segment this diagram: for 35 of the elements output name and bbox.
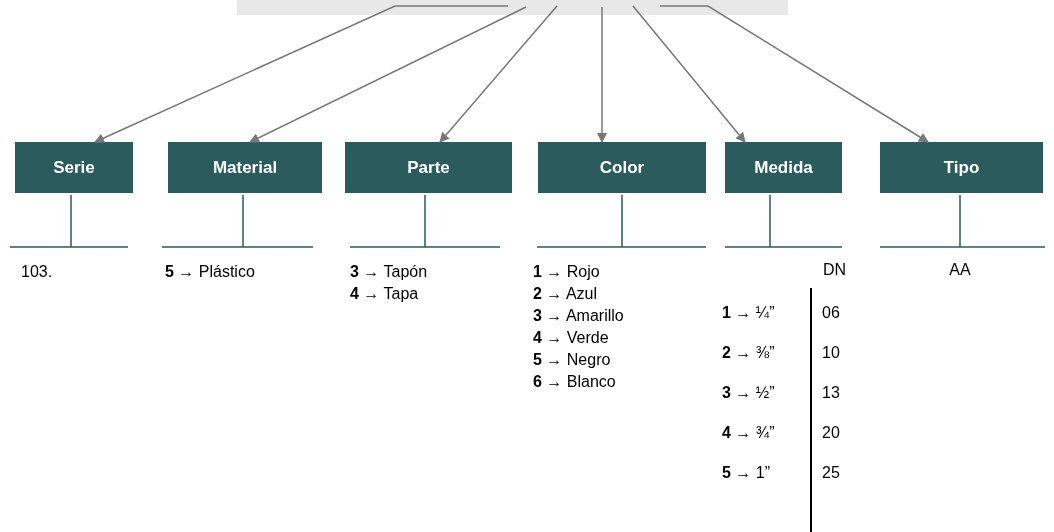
arrow (597, 6, 607, 143)
category-header-box: Parte (345, 142, 512, 193)
category-header-box: Serie (15, 142, 133, 193)
code-text: 5 → Plástico (165, 262, 255, 282)
dn-value: 20 (822, 423, 840, 443)
code-text: AA (949, 260, 971, 280)
arrow (439, 5, 558, 143)
dn-value: 10 (822, 343, 840, 363)
dn-value: 06 (822, 303, 840, 323)
dn-value: 13 (822, 383, 840, 403)
category-header-box: Material (168, 142, 322, 193)
code-text: 103. (21, 262, 53, 282)
code-text: 2 → ⅜” (722, 343, 775, 363)
category-header-box: Tipo (880, 142, 1043, 193)
code-text: 3 → Amarillo (533, 306, 624, 326)
arrow (659, 5, 929, 143)
dn-value: 25 (822, 463, 840, 483)
code-text: 3 → ½” (722, 383, 775, 403)
code-text: 4 → Tapa (350, 284, 419, 304)
category-header-box: Color (538, 142, 706, 193)
code-text: 3 → Tapón (350, 262, 428, 282)
header-bar (237, 0, 788, 15)
arrow (249, 6, 527, 143)
arrow (632, 5, 746, 143)
code-text: 4 → ¾” (722, 423, 775, 443)
code-text: 2 → Azul (533, 284, 598, 304)
code-text: 6 → Blanco (533, 372, 616, 392)
code-text: 1 → Rojo (533, 262, 600, 282)
code-text: 5 → 1” (722, 463, 771, 483)
code-text: DN (822, 260, 846, 280)
category-header-box: Medida (725, 142, 842, 193)
code-text: 5 → Negro (533, 350, 611, 370)
code-text: 1 → ¼” (722, 303, 775, 323)
arrow (94, 5, 509, 143)
code-text: 4 → Verde (533, 328, 609, 348)
